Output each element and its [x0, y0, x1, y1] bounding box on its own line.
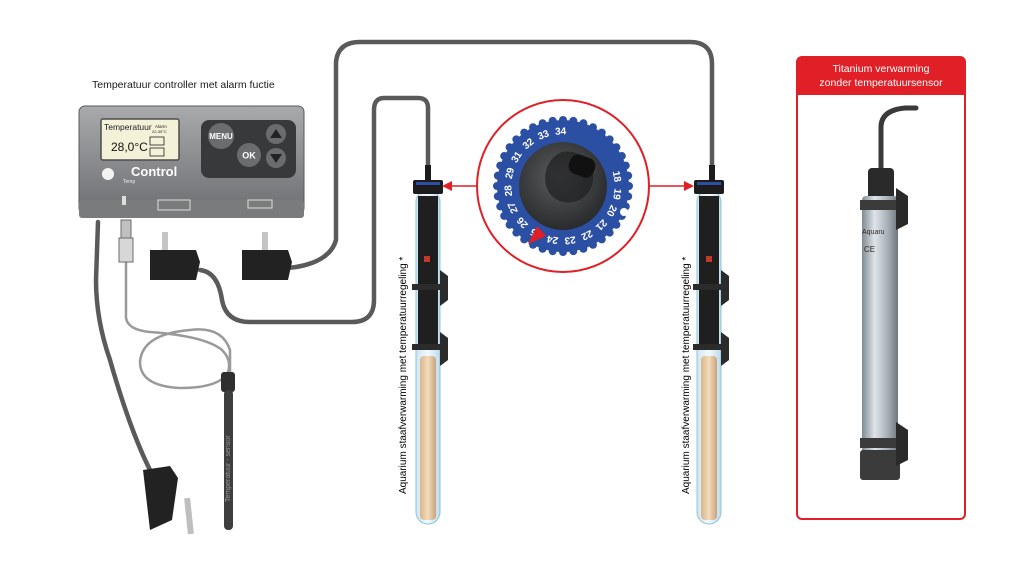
dial-number: 19 — [610, 188, 623, 201]
plug-left — [150, 232, 200, 280]
dial-tooth — [538, 119, 547, 128]
dial-tooth — [621, 161, 630, 170]
dial-tooth — [588, 240, 597, 249]
dial-tooth — [512, 228, 521, 237]
sensor-label: Temperatuur - sensor — [225, 435, 232, 502]
dial-tooth — [548, 247, 557, 256]
temperature-sensor: Temperatuur - sensor — [221, 372, 235, 530]
dial-tooth — [512, 135, 521, 144]
heater-left-coil — [420, 356, 436, 520]
dial-tooth — [624, 171, 633, 180]
dial-tooth — [625, 182, 633, 190]
brand-logo-icon — [102, 168, 114, 180]
dial-tooth — [493, 171, 502, 180]
dial-number: 33 — [536, 128, 551, 142]
up-button[interactable] — [266, 124, 286, 144]
dial-tooth — [500, 211, 509, 220]
plug-right — [242, 232, 292, 280]
dial-tooth — [496, 161, 505, 170]
dial-tooth — [493, 192, 502, 201]
dial-tooth — [529, 123, 538, 132]
heater-right-coil — [701, 356, 717, 520]
ok-button-label: OK — [242, 151, 256, 161]
ok-button[interactable]: OK — [237, 143, 261, 167]
dial-tooth — [579, 119, 588, 128]
mains-plug — [143, 466, 194, 535]
lcd-range: 22-30°C — [152, 129, 167, 134]
titanium-title-line2: zonder temperatuursensor — [819, 77, 943, 89]
heater-left-label: Aquarium staafverwarming met temperatuur… — [398, 256, 409, 494]
sensor-cable — [124, 260, 232, 390]
dial-tooth — [597, 128, 606, 137]
dial-number: 28 — [503, 184, 515, 196]
heater-right — [693, 165, 729, 525]
dial-tooth — [605, 135, 614, 144]
dial-tooth — [529, 240, 538, 249]
down-button[interactable] — [266, 148, 286, 168]
titanium-ce-mark: CE — [864, 245, 875, 254]
lcd-alarm: Alarm — [155, 124, 167, 129]
dial-tooth — [617, 152, 626, 161]
dial-number: 18 — [610, 170, 623, 183]
dial-callout: 18192021222324252627282931323334 — [442, 99, 694, 273]
menu-button[interactable]: MENU — [208, 123, 234, 149]
heater-right-label: Aquarium staafverwarming met temperatuur… — [681, 256, 692, 494]
dial-number: 20 — [603, 203, 618, 218]
cables — [93, 39, 715, 473]
dial-tooth — [520, 128, 529, 137]
menu-button-label: MENU — [209, 132, 233, 141]
dial-tooth — [569, 247, 578, 256]
dial-tooth — [559, 248, 567, 256]
dial-tooth — [520, 235, 529, 244]
titanium-header: Titanium verwarming zonder temperatuurse… — [798, 58, 964, 95]
dial-tooth — [505, 220, 514, 229]
dial-tooth — [505, 143, 514, 152]
dial-number: 23 — [563, 233, 576, 245]
brand-sub: Temp — [123, 179, 135, 185]
lcd-temperature: 28,0°C — [111, 140, 148, 154]
dial-tooth — [559, 116, 567, 124]
brand-name: Control — [131, 164, 177, 179]
titanium-heater: Aquaru CE — [860, 105, 919, 480]
cable-to-right-heater — [265, 39, 715, 271]
titanium-box: Titanium verwarming zonder temperatuurse… — [796, 56, 966, 520]
dial-tooth — [493, 182, 501, 190]
dial-tooth — [538, 244, 547, 253]
dial-tooth — [624, 192, 633, 201]
titanium-title-line1: Titanium verwarming — [832, 63, 930, 75]
controller-title: Temperatuur controller met alarm fuctie — [92, 79, 275, 91]
power-cord — [93, 219, 153, 473]
dial-tooth — [597, 235, 606, 244]
dial-tooth — [500, 152, 509, 161]
dial-number: 34 — [555, 126, 567, 137]
dial-number: 24 — [546, 232, 559, 245]
dial-tooth — [612, 220, 621, 229]
dial-number: 27 — [506, 200, 521, 215]
dial-tooth — [569, 116, 578, 125]
dial-number: 22 — [579, 227, 594, 242]
lcd-screen — [100, 118, 180, 161]
dial-tooth — [612, 143, 621, 152]
dial-tooth — [579, 244, 588, 253]
titanium-tube — [862, 196, 898, 454]
dial-number: 29 — [504, 166, 517, 180]
dial-tooth — [605, 228, 614, 237]
controller-unit: Temperatuur Alarm 22-30°C 28,0°C MENU OK — [78, 105, 305, 263]
heater-left — [412, 165, 448, 525]
lcd-label: Temperatuur — [104, 122, 152, 132]
cable-to-left-heater — [197, 95, 431, 325]
dial-tooth — [496, 202, 505, 211]
titanium-brand: Aquaru — [862, 229, 885, 236]
dial-tooth — [548, 116, 557, 125]
dial-tooth — [588, 123, 597, 132]
